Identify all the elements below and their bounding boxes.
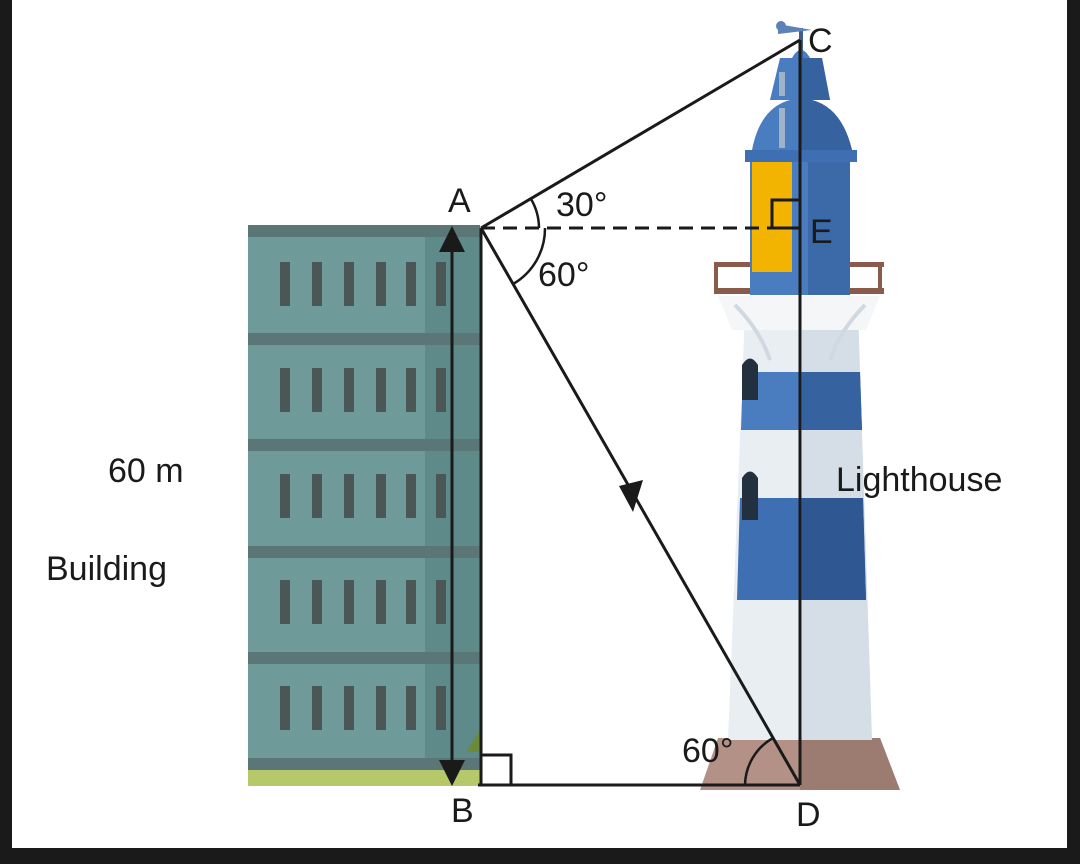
point-label-E: E — [810, 213, 833, 251]
angle-arc-30 — [529, 198, 541, 229]
angle-label-60-at-A: 60° — [538, 256, 589, 294]
line-AC — [480, 38, 801, 230]
angle-arc-60-at-D — [743, 736, 774, 786]
right-angle-marker-E — [770, 198, 802, 230]
direction-arrow-AD — [619, 480, 643, 512]
grass-strip — [248, 770, 480, 786]
angle-label-60-at-D: 60° — [682, 732, 733, 770]
geometry-lines — [478, 38, 802, 787]
lighthouse-label: Lighthouse — [836, 461, 1002, 499]
right-angle-marker-B — [479, 753, 513, 787]
height-dimension-arrow — [439, 226, 465, 786]
building-label: Building — [46, 550, 167, 588]
point-label-B: B — [451, 792, 474, 830]
point-label-C: C — [808, 22, 833, 60]
angle-label-30: 30° — [556, 186, 607, 224]
building-illustration — [248, 225, 480, 786]
point-label-D: D — [796, 796, 821, 834]
point-label-A: A — [448, 182, 471, 220]
line-AD — [479, 227, 802, 786]
angle-arc-60-at-A — [512, 227, 547, 286]
height-label: 60 m — [108, 452, 184, 490]
canvas-background — [12, 0, 1067, 848]
